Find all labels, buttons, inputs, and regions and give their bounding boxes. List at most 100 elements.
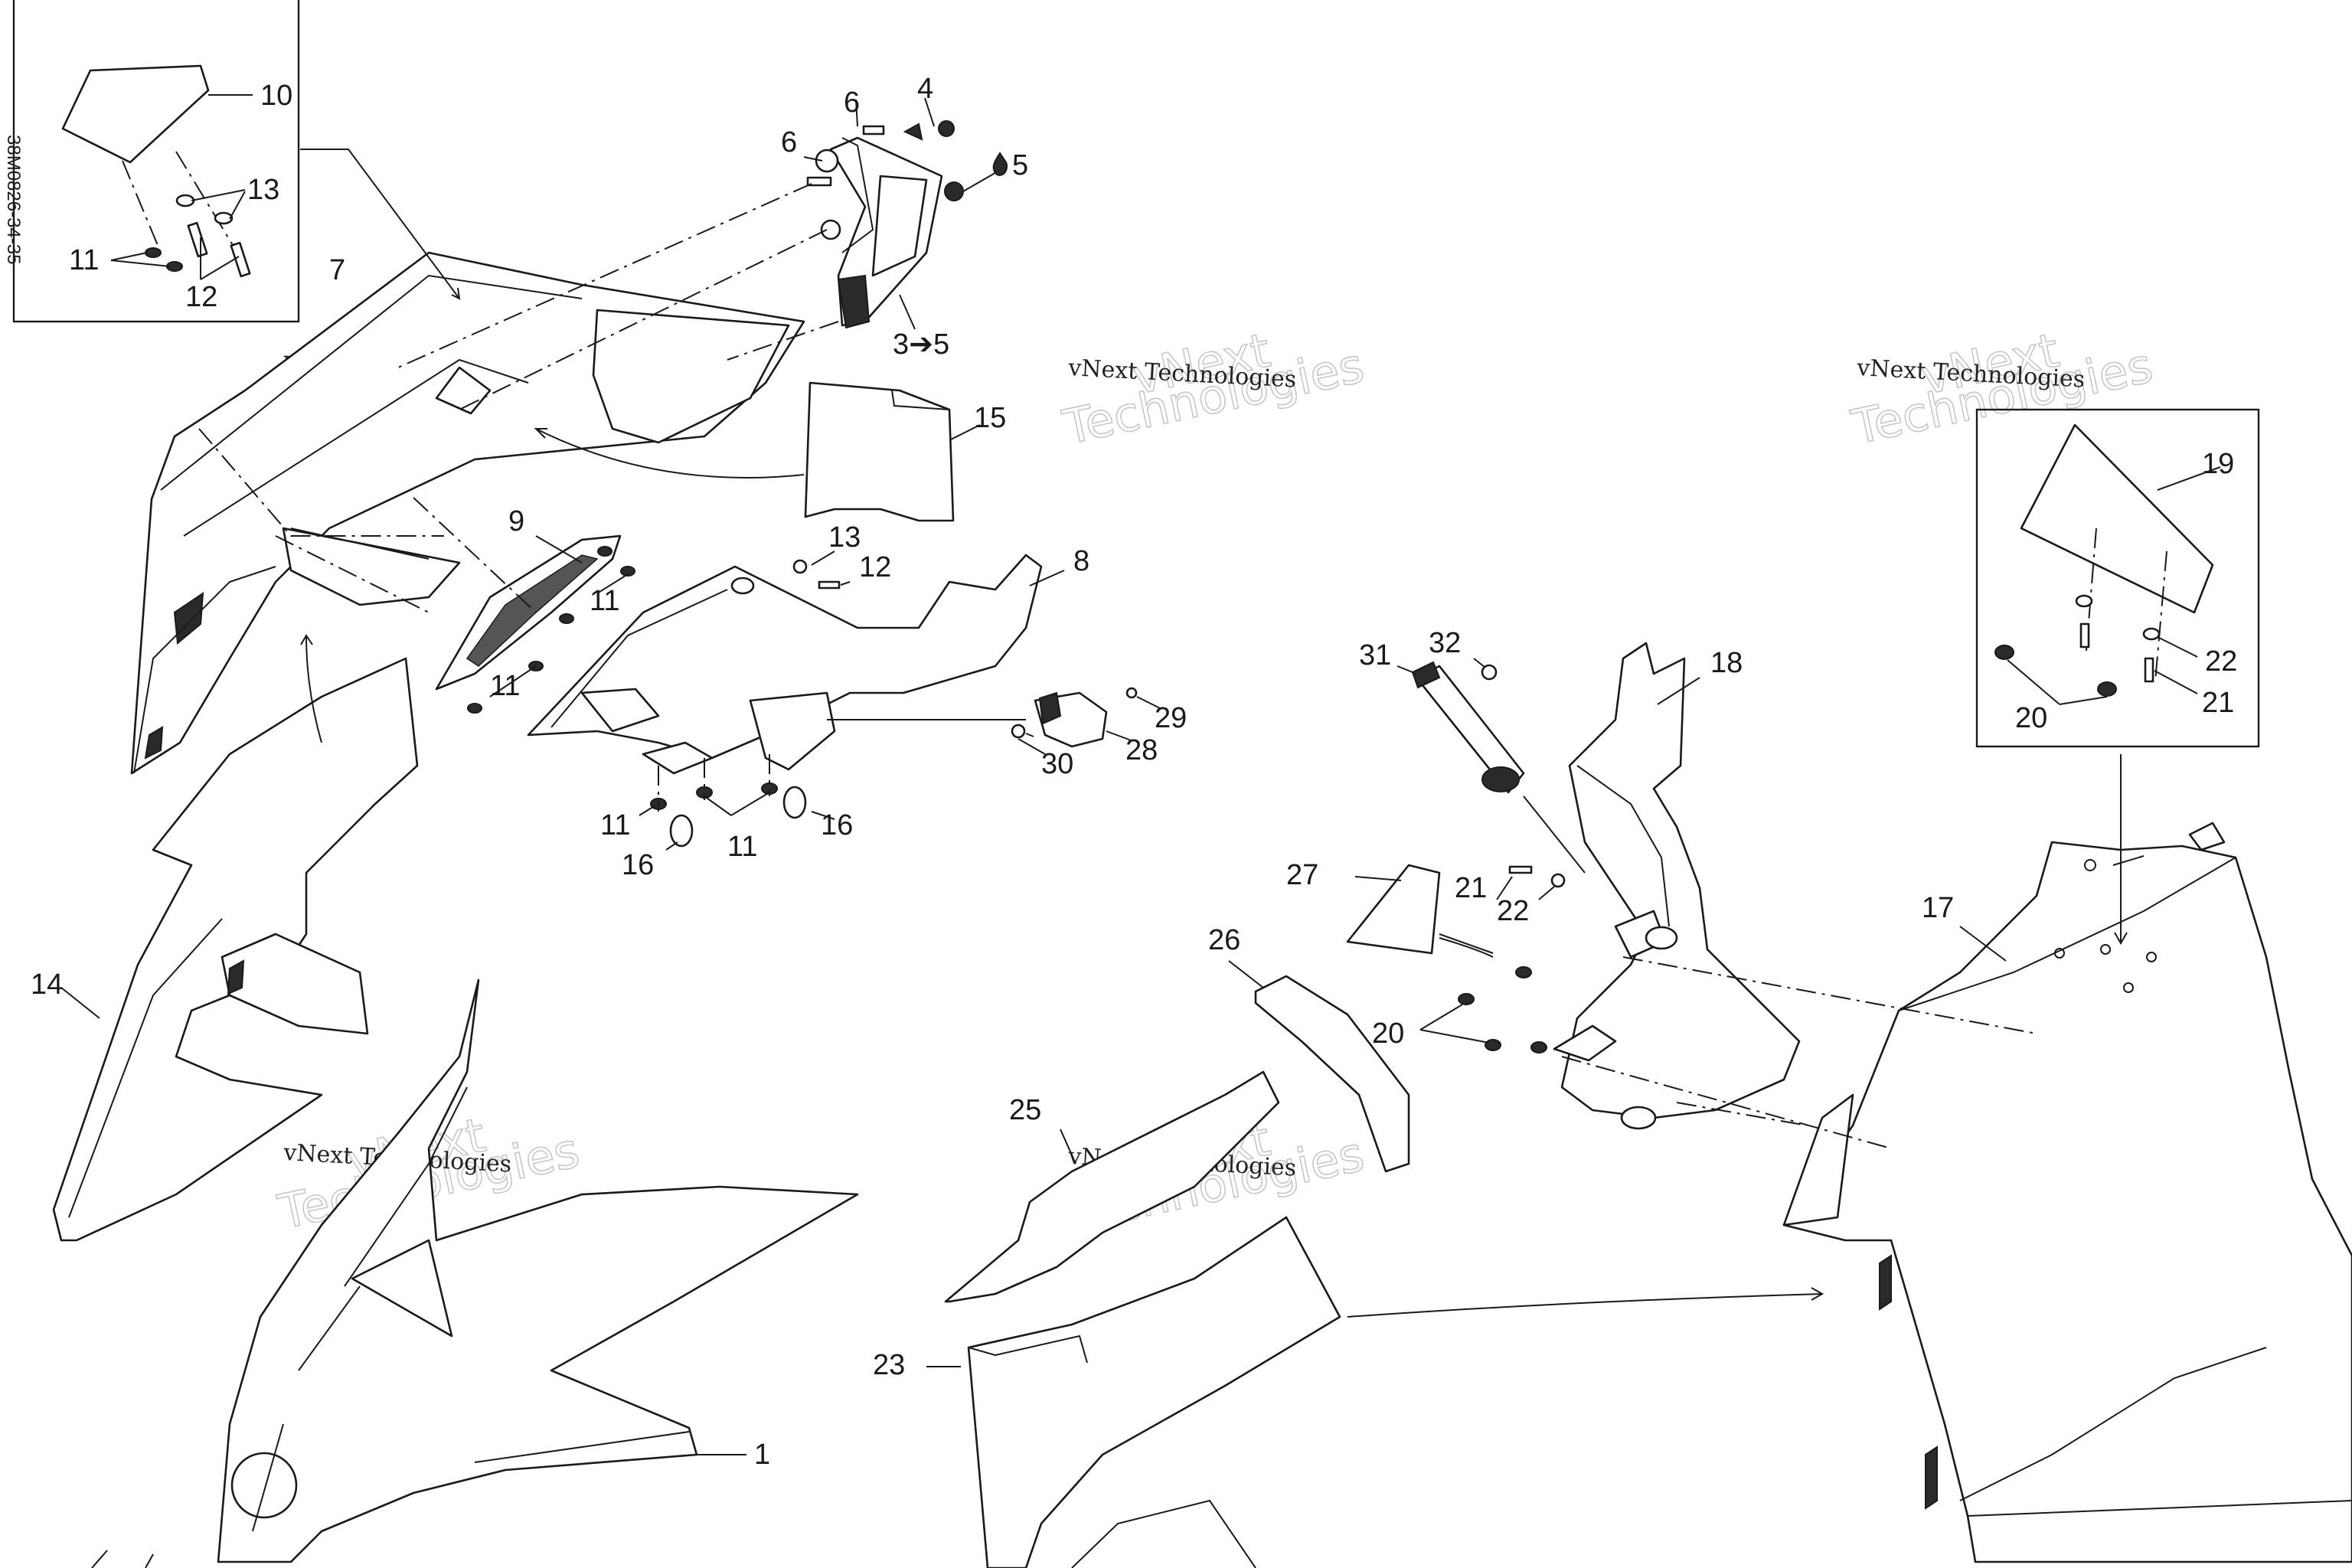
headlight-lens xyxy=(230,1452,298,1519)
callout-32: 32 xyxy=(1429,627,1461,659)
nut-icon xyxy=(938,120,955,137)
detail-box-right xyxy=(1975,408,2260,748)
part-28-mount-bracket xyxy=(749,691,836,771)
grommet-icon xyxy=(903,122,923,141)
screw-icon xyxy=(806,176,832,187)
part-18-inner-frame xyxy=(1553,642,1801,1130)
bracket-fasteners xyxy=(1419,865,1566,1054)
callout-11: 11 xyxy=(590,585,619,617)
part-15-lens xyxy=(804,381,955,522)
part-16-plug xyxy=(782,786,807,819)
callout-10: 10 xyxy=(260,80,292,112)
callout-18: 18 xyxy=(1710,647,1743,679)
part-28-side-bracket xyxy=(827,687,1161,755)
part-17-front-nose xyxy=(1782,822,2352,1563)
callout-13: 13 xyxy=(247,174,279,206)
washer-icon xyxy=(1550,873,1566,888)
callout-7: 7 xyxy=(329,254,345,286)
callout-6: 6 xyxy=(781,126,797,158)
callout-20: 20 xyxy=(1372,1018,1404,1050)
callout-11: 11 xyxy=(490,670,520,702)
screw-icon xyxy=(230,241,251,278)
callout-16: 16 xyxy=(821,809,853,841)
part-10-cover xyxy=(61,64,210,164)
assembly-guides xyxy=(198,149,2128,1318)
washer-icon xyxy=(792,559,808,574)
detail-frame xyxy=(1975,408,2260,748)
nut-icon xyxy=(1485,1039,1501,1051)
callout-16: 16 xyxy=(622,849,654,881)
watermark-top-center: Technologies vNext vNext Technologies xyxy=(1057,322,1369,456)
nut-icon xyxy=(1530,1041,1547,1054)
callout-17: 17 xyxy=(1922,892,1954,924)
part-14-side-panel xyxy=(52,657,419,1242)
callout-6: 6 xyxy=(844,87,860,119)
callout-labels: 10 13 11 12 7 6 6 4 5 3➔5 15 9 13 12 8 1… xyxy=(31,73,2237,1471)
nut-icon xyxy=(467,703,482,714)
part-31-support-strut xyxy=(1396,658,1586,874)
headlight-bracket-assembly xyxy=(397,97,1004,410)
callout-8: 8 xyxy=(1073,545,1089,577)
callout-21: 21 xyxy=(1455,872,1487,904)
grille-mesh xyxy=(466,554,599,667)
callout-11: 11 xyxy=(600,809,630,841)
part-25-upper-side xyxy=(944,1070,1280,1303)
nut-icon xyxy=(1481,664,1498,681)
washer-icon xyxy=(815,149,839,173)
callout-23: 23 xyxy=(873,1349,905,1381)
screw-icon xyxy=(1125,687,1138,699)
callout-4: 4 xyxy=(917,73,933,105)
callout-29: 29 xyxy=(1155,702,1187,734)
nut-icon xyxy=(145,247,162,258)
callout-13: 13 xyxy=(828,521,861,554)
callout-21: 21 xyxy=(2202,687,2234,719)
callout-1: 1 xyxy=(754,1439,770,1471)
screw-icon xyxy=(1508,865,1533,874)
nut-icon xyxy=(620,566,635,577)
callout-22: 22 xyxy=(2205,645,2237,678)
watermark-top-right: Technologies vNext vNext Technologies xyxy=(1846,322,2158,456)
nut-icon xyxy=(1994,645,2014,660)
side-panel-pocket xyxy=(220,933,369,1035)
part-27-trim xyxy=(1346,864,1441,955)
washer-icon xyxy=(1011,724,1026,739)
screw-icon xyxy=(2144,657,2154,683)
screw-icon xyxy=(2079,622,2090,648)
part-26-trim-strip xyxy=(1254,975,1410,1173)
callout-11: 11 xyxy=(69,244,99,276)
nut-icon xyxy=(597,546,612,557)
part-16-plug xyxy=(669,814,694,848)
callout-14: 14 xyxy=(31,969,63,1001)
nut-icon xyxy=(944,181,964,201)
callout-12: 12 xyxy=(185,281,217,313)
nut-icon xyxy=(1458,993,1475,1005)
callout-30: 30 xyxy=(1041,748,1073,780)
part-19-cover xyxy=(2020,423,2214,614)
part-7-upper-fairing xyxy=(130,251,805,775)
part-23-lower-side xyxy=(926,1216,1341,1568)
washer-icon xyxy=(2142,627,2161,641)
callout-19: 19 xyxy=(2202,448,2234,480)
part-9-grille xyxy=(435,534,635,714)
nut-icon xyxy=(2097,681,2117,697)
callout-28: 28 xyxy=(1125,734,1158,766)
callout-15: 15 xyxy=(974,402,1006,434)
washer-icon xyxy=(820,219,841,240)
part-8-inner-panel xyxy=(527,550,1065,851)
callout-26: 26 xyxy=(1208,924,1240,956)
detail-box-top-left: 38M0826-34-35 xyxy=(3,0,300,323)
callout-9: 9 xyxy=(508,505,524,537)
washer-icon xyxy=(214,211,234,225)
air-intake-opening xyxy=(592,309,790,444)
washer-icon xyxy=(175,194,195,207)
nut-icon xyxy=(559,613,574,624)
callout-12: 12 xyxy=(859,551,891,583)
callout-22: 22 xyxy=(1497,895,1529,927)
callout-25: 25 xyxy=(1009,1094,1041,1126)
callout-3-to-5: 3➔5 xyxy=(893,328,949,361)
callout-31: 31 xyxy=(1359,639,1391,671)
detail-frame xyxy=(12,0,300,323)
screw-icon xyxy=(818,580,841,590)
part-1-nose-fairing xyxy=(91,978,859,1568)
wiring-connector xyxy=(837,274,871,329)
